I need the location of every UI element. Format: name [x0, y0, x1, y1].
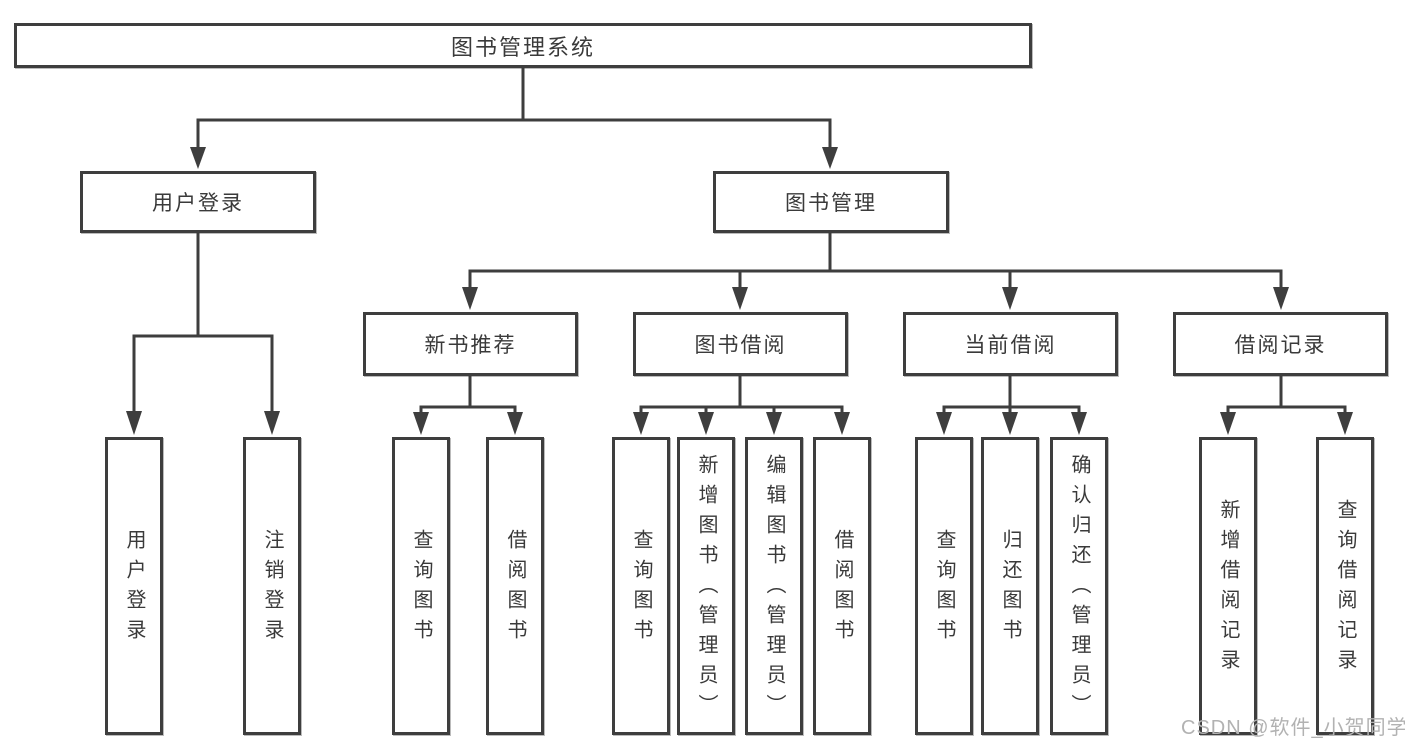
node-borrow-records: 借阅记录: [1173, 312, 1388, 376]
node-book-borrow: 图书借阅: [633, 312, 848, 376]
csdn-watermark: CSDN @软件_小贺同学: [1181, 717, 1405, 739]
leaf-borrow-books-recommend: 借阅图书: [486, 437, 544, 735]
leaf-query-borrow-record: 查询借阅记录: [1316, 437, 1374, 735]
leaf-query-books-current: 查询图书: [915, 437, 973, 735]
leaf-add-books-admin: 新增图书（管理员）: [677, 437, 735, 735]
node-user-login-branch: 用户登录: [80, 171, 316, 233]
leaf-logout: 注销登录: [243, 437, 301, 735]
node-new-book-recommend: 新书推荐: [363, 312, 578, 376]
leaf-confirm-return-admin: 确认归还（管理员）: [1050, 437, 1108, 735]
leaf-borrow-books: 借阅图书: [813, 437, 871, 735]
node-current-borrow: 当前借阅: [903, 312, 1118, 376]
leaf-user-login: 用户登录: [105, 437, 163, 735]
node-book-management-branch: 图书管理: [713, 171, 949, 233]
node-library-management-system: 图书管理系统: [14, 23, 1032, 68]
leaf-edit-books-admin: 编辑图书（管理员）: [745, 437, 803, 735]
leaf-add-borrow-record: 新增借阅记录: [1199, 437, 1257, 735]
leaf-return-books: 归还图书: [981, 437, 1039, 735]
leaf-query-books-recommend: 查询图书: [392, 437, 450, 735]
leaf-query-books-borrow: 查询图书: [612, 437, 670, 735]
